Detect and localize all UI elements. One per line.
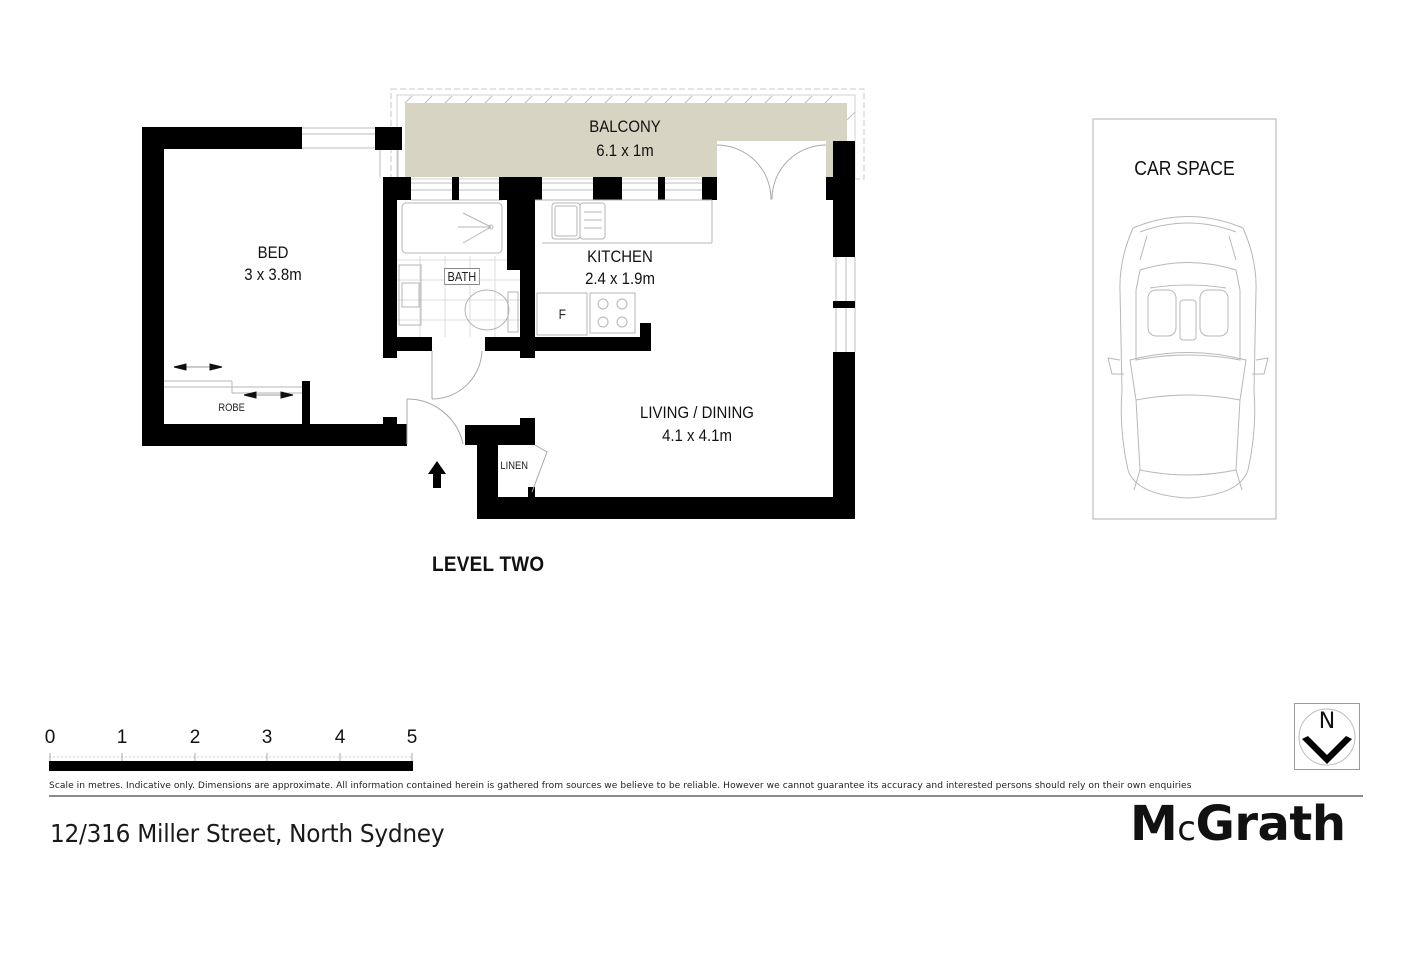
entry-arrow-icon bbox=[428, 461, 446, 488]
property-address: 12/316 Miller Street, North Sydney bbox=[50, 819, 445, 848]
room-name: BED bbox=[257, 243, 289, 262]
brand-logo: McGrath bbox=[1130, 800, 1346, 848]
north-compass-icon bbox=[1298, 708, 1356, 766]
scale-tick-5: 5 bbox=[406, 727, 418, 748]
room-name: LIVING / DINING bbox=[640, 403, 754, 422]
car-space-outline bbox=[1092, 118, 1277, 520]
room-dimensions: 6.1 x 1m bbox=[596, 141, 654, 161]
scale-tick-1: 1 bbox=[116, 727, 128, 748]
linen-label: LINEN bbox=[500, 460, 528, 472]
logo-prefix: M bbox=[1130, 796, 1178, 852]
balcony-area bbox=[404, 95, 856, 200]
robe-sliding-arrows bbox=[173, 363, 294, 399]
room-label-bed: BED 3 x 3.8m bbox=[203, 243, 344, 286]
disclaimer-text: Scale in metres. Indicative only. Dimens… bbox=[49, 781, 1192, 791]
room-dimensions: 2.4 x 1.9m bbox=[585, 269, 655, 289]
scale-tick-0: 0 bbox=[44, 727, 56, 748]
room-dimensions: 3 x 3.8m bbox=[244, 265, 302, 285]
room-name: BALCONY bbox=[589, 117, 661, 136]
walls bbox=[142, 127, 855, 519]
room-label-kitchen: KITCHEN 2.4 x 1.9m bbox=[550, 247, 691, 290]
compass-north-label: N bbox=[1318, 709, 1336, 734]
scale-bar bbox=[49, 753, 413, 771]
doors bbox=[406, 350, 548, 493]
disclaimer-divider bbox=[49, 795, 1363, 797]
room-dimensions: 4.1 x 4.1m bbox=[662, 426, 732, 446]
fixtures bbox=[164, 199, 713, 394]
room-name: KITCHEN bbox=[587, 247, 653, 266]
logo-small-c: c bbox=[1177, 809, 1196, 849]
car-icon bbox=[1107, 216, 1269, 499]
room-label-balcony: BALCONY 6.1 x 1m bbox=[555, 117, 696, 162]
car-space-label: CAR SPACE bbox=[1134, 158, 1235, 180]
bath-label: BATH bbox=[444, 268, 480, 285]
scale-tick-4: 4 bbox=[334, 727, 346, 748]
robe-label: ROBE bbox=[218, 402, 245, 414]
fridge-label: F bbox=[558, 306, 566, 322]
scale-tick-2: 2 bbox=[189, 727, 201, 748]
windows bbox=[302, 127, 856, 352]
level-title: LEVEL TWO bbox=[432, 553, 545, 576]
north-compass: N bbox=[1294, 703, 1360, 770]
room-label-living-dining: LIVING / DINING 4.1 x 4.1m bbox=[609, 403, 785, 447]
logo-suffix: Grath bbox=[1195, 796, 1346, 852]
scale-tick-3: 3 bbox=[261, 727, 273, 748]
